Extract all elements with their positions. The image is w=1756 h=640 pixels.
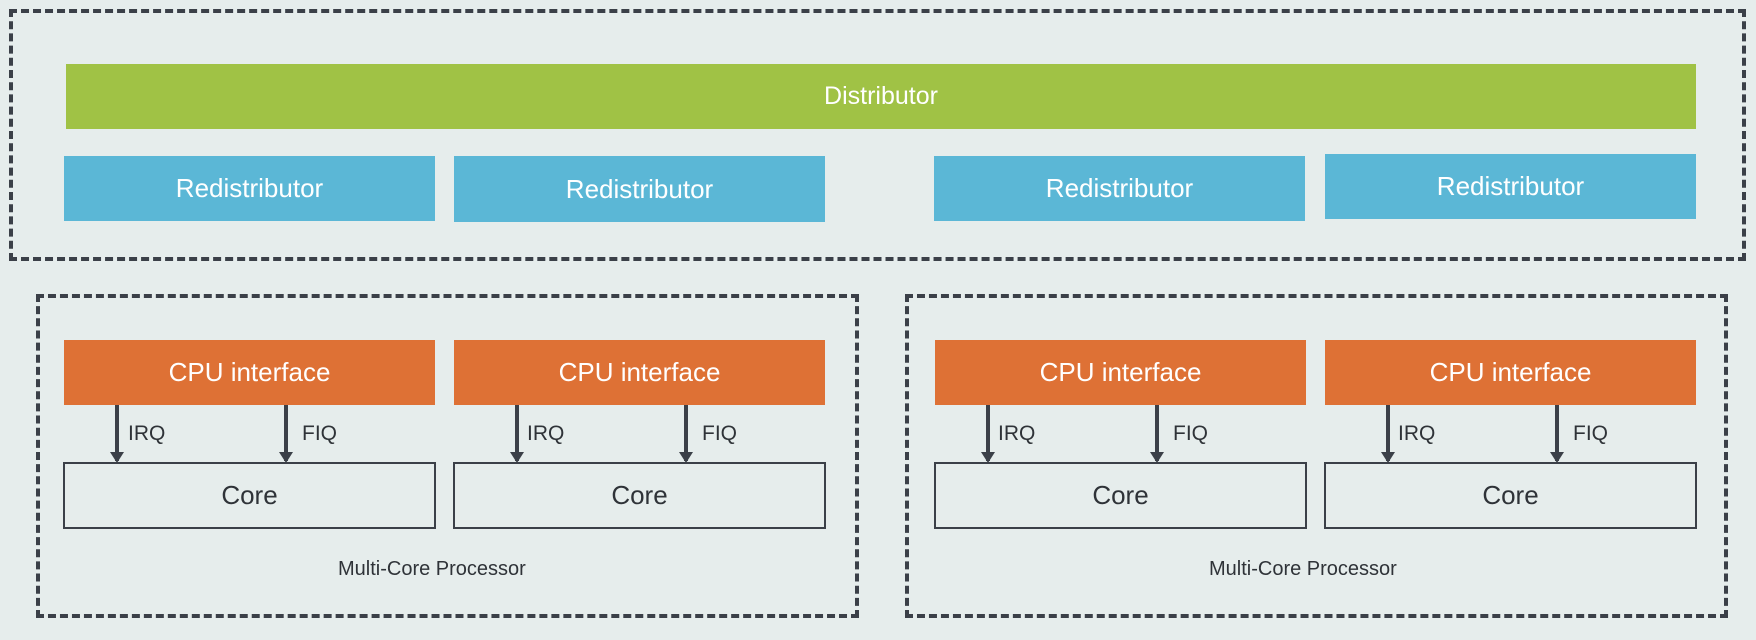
core-label: Core	[1092, 480, 1149, 510]
core-label: Core	[221, 480, 278, 510]
cpu-interface-label: CPU interface	[168, 357, 331, 387]
fiq-label: FIQ	[302, 422, 337, 445]
processor-label: Multi-Core Processor	[338, 558, 526, 580]
redistributor-label: Redistributor	[1045, 173, 1194, 203]
redistributor-box-4: Redistributor	[1325, 154, 1696, 219]
cpu-interface-box-2: CPU interface	[454, 340, 825, 405]
cpu-interface-box-4: CPU interface	[1325, 340, 1696, 405]
redistributor-label: Redistributor	[175, 173, 324, 203]
irq-arrow	[510, 405, 524, 463]
cpu-interface-label: CPU interface	[558, 357, 721, 387]
redistributor-box-2: Redistributor	[454, 156, 825, 222]
fiq-label: FIQ	[702, 422, 737, 445]
core-label: Core	[1482, 480, 1539, 510]
core-box-2: Core	[453, 462, 826, 529]
cpu-interface-box-3: CPU interface	[935, 340, 1306, 405]
multi-core-processor-right	[905, 294, 1728, 618]
irq-label: IRQ	[1398, 422, 1436, 445]
redistributor-box-3: Redistributor	[934, 156, 1305, 221]
fiq-arrow	[279, 405, 293, 463]
cpu-interface-label: CPU interface	[1429, 357, 1592, 387]
cpu-interface-box-1: CPU interface	[64, 340, 435, 405]
irq-arrow	[1381, 405, 1395, 463]
irq-label: IRQ	[128, 422, 166, 445]
fiq-arrow	[1150, 405, 1164, 463]
fiq-arrow	[679, 405, 693, 463]
core-box-3: Core	[934, 462, 1307, 529]
core-box-1: Core	[63, 462, 436, 529]
redistributor-label: Redistributor	[565, 173, 714, 204]
processor-label: Multi-Core Processor	[1209, 558, 1397, 580]
core-box-4: Core	[1324, 462, 1697, 529]
irq-label: IRQ	[998, 422, 1036, 445]
redistributor-box-1: Redistributor	[64, 156, 435, 221]
irq-label: IRQ	[527, 422, 565, 445]
irq-arrow	[110, 405, 124, 463]
multi-core-processor-left	[36, 294, 859, 618]
fiq-label: FIQ	[1173, 422, 1208, 445]
redistributor-label: Redistributor	[1436, 171, 1585, 201]
cpu-interface-label: CPU interface	[1039, 357, 1202, 387]
fiq-arrow	[1550, 405, 1564, 463]
distributor-label: Distributor	[824, 82, 938, 110]
irq-arrow	[981, 405, 995, 463]
core-label: Core	[611, 480, 668, 510]
fiq-label: FIQ	[1573, 422, 1608, 445]
gic-region	[9, 9, 1746, 261]
distributor-box: Distributor	[66, 64, 1696, 129]
